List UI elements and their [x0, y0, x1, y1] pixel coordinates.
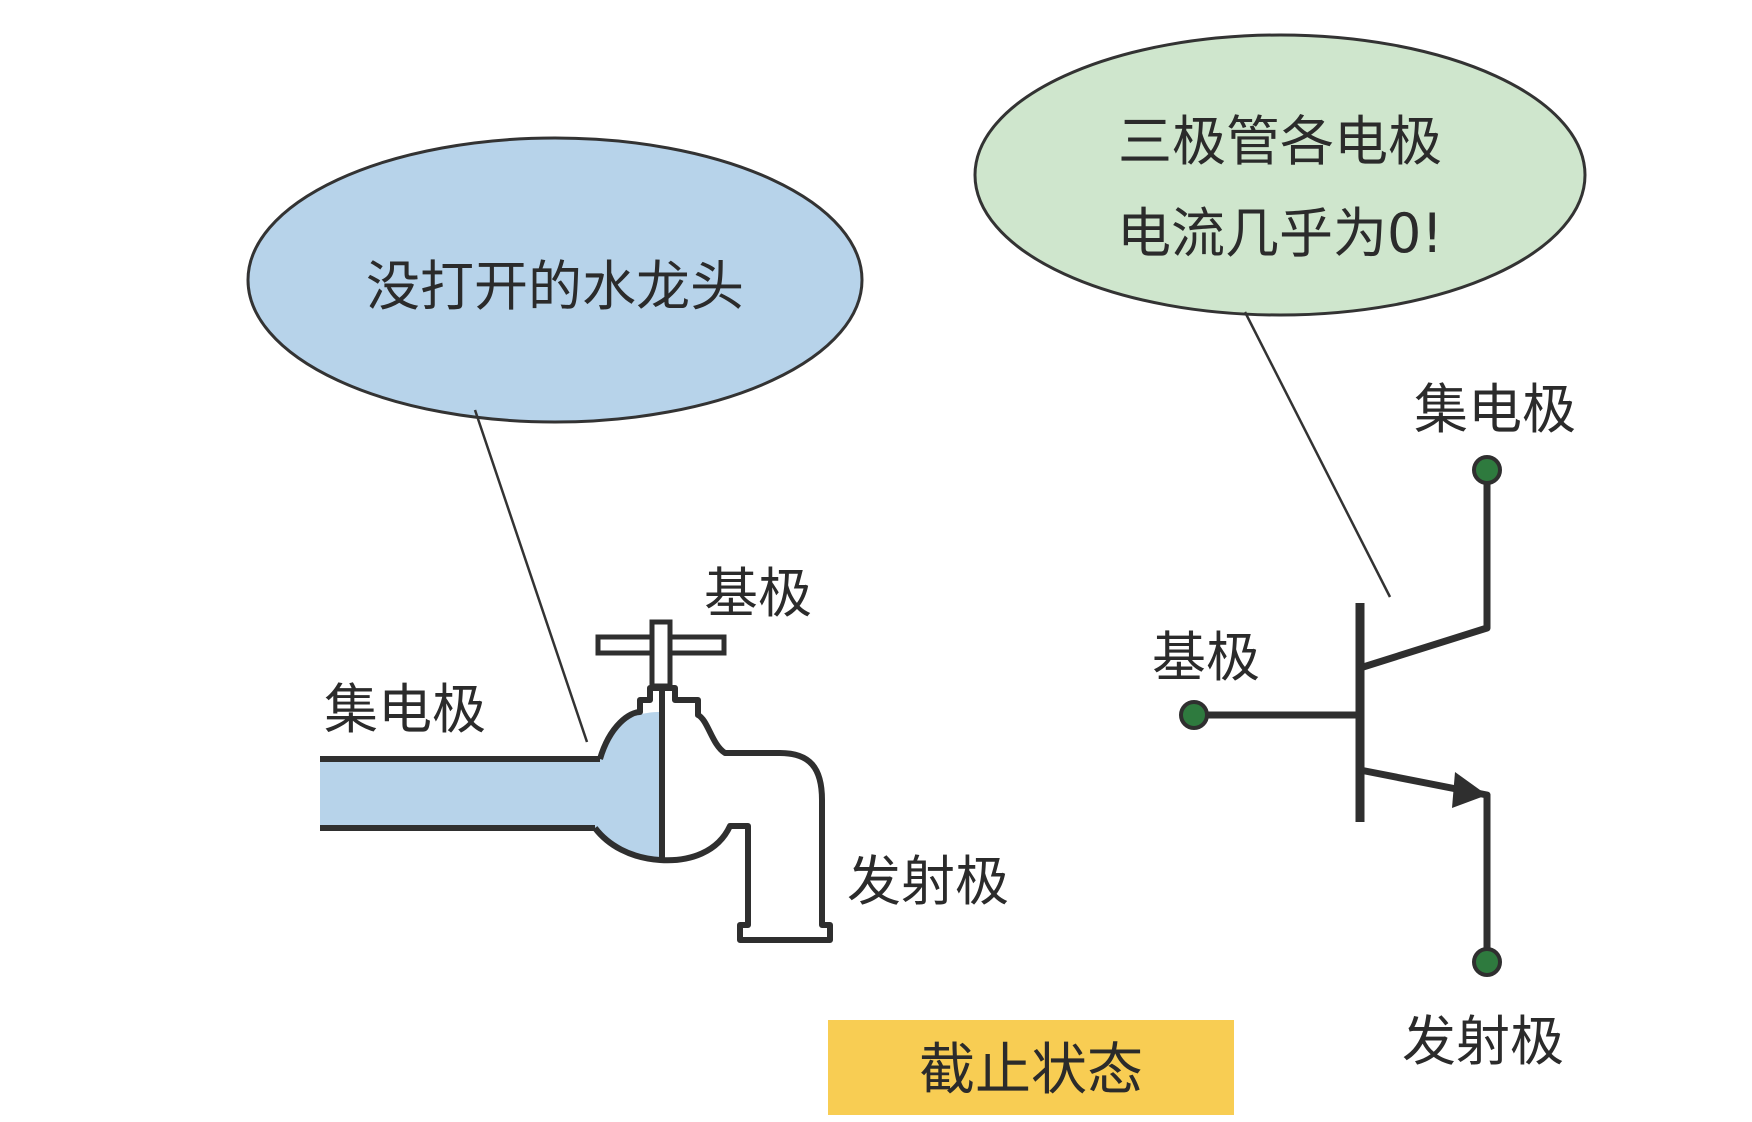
transistor-collector-lead: [1358, 470, 1491, 672]
transistor-analogy: 三极管各电极 电流几乎为0! 集电极 基极 发射极: [973, 33, 1587, 1073]
faucet-handle: [595, 619, 727, 689]
collector-pipe-water: [320, 712, 660, 858]
emitter-arrow: [1452, 772, 1487, 808]
state-label-text: 截止状态: [919, 1038, 1143, 1103]
faucet-analogy: 没打开的水龙头 集电极 基极 发射极: [246, 136, 1009, 943]
faucet-label-base: 基极: [704, 562, 812, 625]
transistor-bubble-line1: 三极管各电极: [1118, 110, 1442, 173]
faucet-speech-bubble: [246, 136, 864, 424]
transistor-label-emitter: 发射极: [1402, 1010, 1564, 1073]
faucet-label-collector: 集电极: [324, 678, 486, 741]
state-badge: 截止状态: [828, 1020, 1234, 1115]
valve-body: [592, 685, 833, 943]
transistor-bubble-pointer: [1243, 311, 1392, 598]
base-terminal: [1179, 700, 1209, 730]
transistor-label-base: 基极: [1152, 626, 1260, 689]
faucet-bubble-text: 没打开的水龙头: [366, 255, 744, 318]
transistor-label-collector: 集电极: [1414, 378, 1576, 441]
faucet-bubble-pointer: [473, 409, 589, 743]
transistor-bubble-line2: 电流几乎为0!: [1117, 202, 1443, 265]
collector-pipe-outline: [320, 756, 600, 831]
collector-terminal: [1472, 455, 1502, 485]
transistor-speech-bubble: [973, 33, 1587, 317]
emitter-terminal: [1472, 947, 1502, 977]
faucet-label-emitter: 发射极: [847, 850, 1009, 913]
